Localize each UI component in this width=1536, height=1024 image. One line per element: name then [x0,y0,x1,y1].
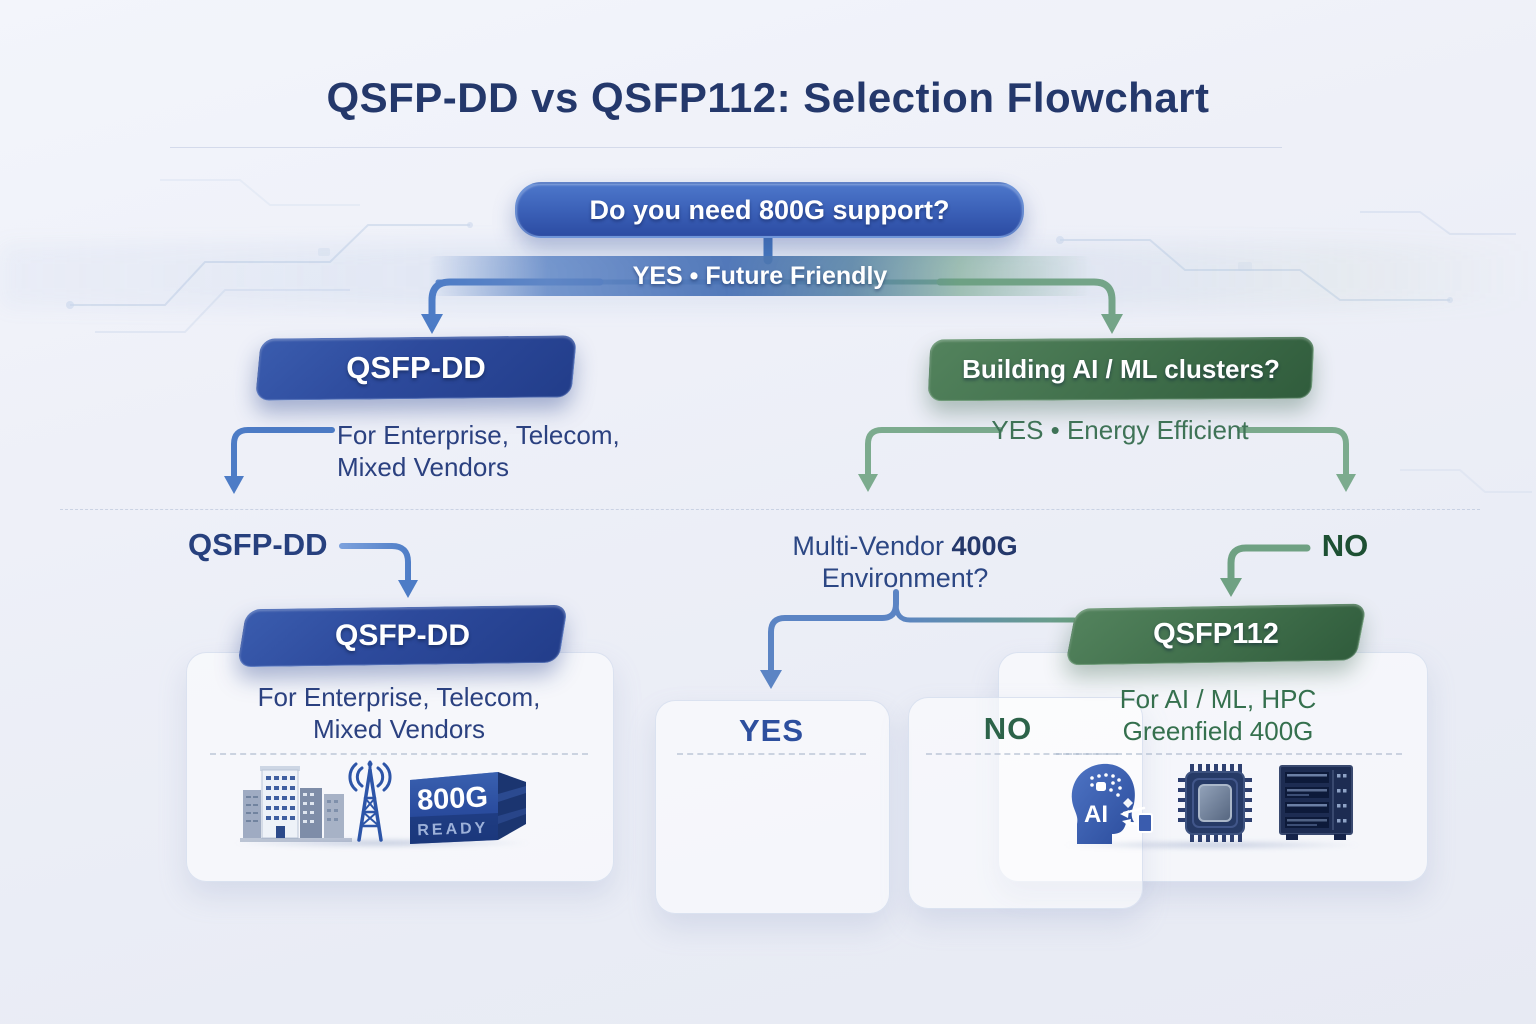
right-icons-shadow [1062,840,1362,850]
qsfpdd-node-primary: QSFP-DD [254,335,578,401]
multivendor-question-line1: Multi-Vendor 400G [740,530,1070,562]
page-title: QSFP-DD vs QSFP112: Selection Flowchart [326,74,1210,121]
right-card-divider [1056,753,1402,755]
antenna-tower-icon [348,760,392,842]
ai-ml-question-node: Building AI / ML clusters? [927,336,1315,402]
left-card-text: For Enterprise, Telecom, Mixed Vendors [186,681,612,745]
multivendor-question: Multi-Vendor 400G Environment? [740,530,1070,594]
no-label: NO [1321,528,1369,563]
enterprise-elbow-arrow [231,427,335,481]
root-answer-label: YES • Future Friendly [632,261,888,290]
left-card-divider [210,753,588,755]
multivendor-question-line2: Environment? [821,563,989,593]
qsfpdd-node-result: QSFP-DD [236,604,569,668]
qsfpdd-sub-label: QSFP-DD [188,527,328,562]
qsfpdd-label-arrow [339,543,411,585]
right-card-line2: Greenfield 400G [1122,716,1314,746]
qsfp112-node-label: QSFP112 [1153,618,1279,650]
ai-yes-label: YES • Energy Efficient [991,415,1249,445]
multivendor-part2: 400G [951,531,1018,561]
title-divider [170,147,1282,148]
badge-800g-text: 800G [416,781,489,817]
yes-card-label: YES [738,713,805,748]
no-card-label: NO [983,711,1033,746]
800g-ready-module-icon: 800G READY [410,772,526,844]
qsfpdd-note-line2: Mixed Vendors [337,452,509,482]
enterprise-arrowhead [224,476,244,494]
right-branch-arrow [936,278,1116,320]
yes-card-divider [677,753,866,755]
server-rack-icon [1279,765,1353,840]
qsfpdd-note: For Enterprise, Telecom, Mixed Vendors [337,419,620,483]
section-dashed-separator [60,509,1480,510]
root-question-node: Do you need 800G support? [515,182,1024,238]
office-buildings-icon [240,766,352,842]
qsfpdd-node-primary-label: QSFP-DD [346,350,486,385]
no-hook-arrowhead [1220,578,1242,597]
right-branch-arrowhead [1101,314,1123,334]
ai-yes-left-arrow [865,427,1003,479]
root-question-label: Do you need 800G support? [589,194,950,225]
ai-yes-right-arrowhead [1336,474,1356,492]
ai-ml-question-label: Building AI / ML clusters? [962,353,1280,384]
left-icons-shadow [232,838,532,848]
multivendor-yes-arrow [768,589,899,675]
badge-ready-text: READY [417,820,489,839]
qsfpdd-label-arrowhead [398,580,418,598]
qsfpdd-node-result-label: QSFP-DD [335,619,470,652]
ai-yes-right-arrow [1237,427,1349,479]
processor-chip-icon [1178,764,1252,842]
ai-yes-left-arrowhead [858,474,878,492]
qsfp112-node: QSFP112 [1064,603,1368,666]
left-branch-arrowhead [421,314,443,334]
right-card-line1: For AI / ML, HPC [1119,684,1317,714]
qsfpdd-note-line1: For Enterprise, Telecom, [337,420,620,450]
multivendor-to-qsfp112-line [893,601,1077,623]
no-card-divider [926,753,1118,755]
ai-head-icon: AI [1071,763,1153,844]
multivendor-yes-arrowhead [760,670,782,689]
multivendor-part1: Multi-Vendor [792,531,944,561]
left-card-line1: For Enterprise, Telecom, [257,682,541,712]
yes-card [655,700,890,914]
svg-text:AI: AI [1084,801,1108,828]
root-answer-band: YES • Future Friendly [428,256,1092,296]
left-card-line2: Mixed Vendors [313,714,485,744]
no-hook-arrow [1227,544,1311,584]
right-card-text: For AI / ML, HPC Greenfield 400G [1010,683,1426,747]
